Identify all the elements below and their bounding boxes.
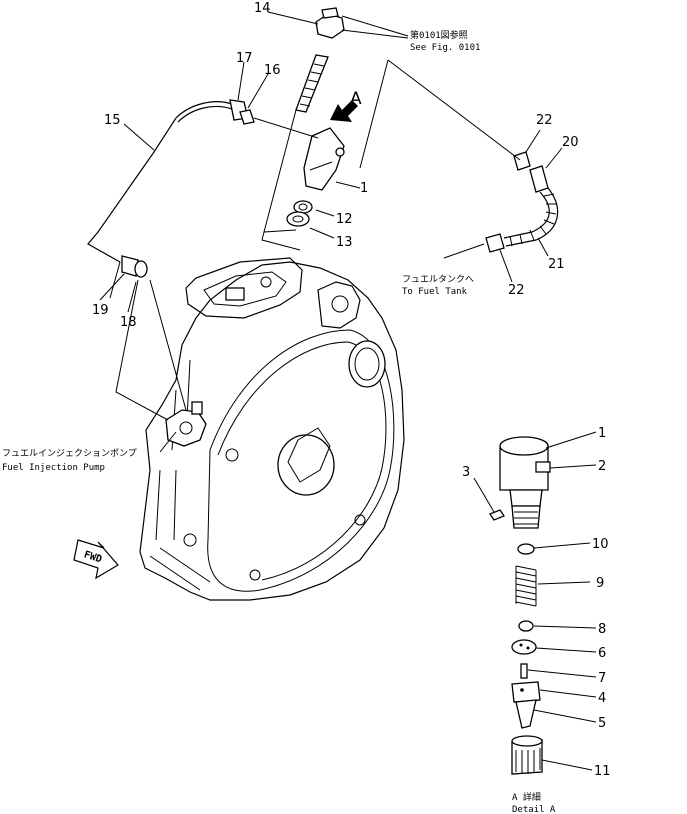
fuel-hose-21	[485, 151, 559, 253]
callout-20: 20	[562, 135, 579, 150]
callout-a: A	[350, 89, 362, 109]
callout-1-top: 1	[360, 181, 368, 196]
callout-13: 13	[336, 235, 353, 250]
captions: 第0101図参照 See Fig. 0101 フュエルタンクへ To Fuel …	[2, 29, 556, 814]
detail-callout-10: 10	[592, 537, 609, 552]
callout-numbers: 14 17 16 A 15 1 12 13 19 18 22 20 21 22 …	[92, 1, 611, 779]
callout-22-bottom: 22	[508, 283, 525, 298]
see-fig-jp: 第0101図参照	[410, 29, 468, 41]
detail-callout-6: 6	[598, 646, 606, 661]
detail-a-view	[489, 436, 551, 775]
callout-12: 12	[336, 212, 353, 227]
callout-17: 17	[236, 51, 253, 66]
callout-22-top: 22	[536, 113, 553, 128]
pump-label-jp: フュエルインジェクションポンプ	[2, 448, 137, 459]
callout-14: 14	[254, 1, 271, 16]
see-fig-en: See Fig. 0101	[410, 43, 480, 53]
callout-18: 18	[120, 315, 137, 330]
connector-lines	[109, 15, 521, 421]
pump-label-en: Fuel Injection Pump	[2, 463, 105, 473]
detail-callout-4: 4	[598, 691, 606, 706]
washer-12	[293, 200, 313, 214]
callout-16: 16	[264, 63, 281, 78]
leader-lines	[99, 11, 563, 453]
fwd-arrow: FWD	[73, 539, 119, 580]
detail-callout-9: 9	[596, 576, 604, 591]
detail-callout-3: 3	[462, 465, 470, 480]
callout-21: 21	[548, 257, 565, 272]
detail-label-jp: A 詳細	[512, 791, 541, 803]
return-pipe-15	[87, 99, 319, 278]
engine-block	[139, 257, 405, 601]
detail-callout-11: 11	[594, 764, 611, 779]
to-tank-en: To Fuel Tank	[402, 287, 468, 297]
detail-callout-2: 2	[598, 459, 606, 474]
overflow-valve-1	[303, 127, 345, 191]
gasket-13	[286, 211, 310, 227]
fwd-label: FWD	[82, 549, 103, 565]
detail-callout-7: 7	[598, 671, 606, 686]
callout-15: 15	[104, 113, 121, 128]
detail-label-en: Detail A	[512, 805, 556, 814]
detail-leader-lines	[473, 431, 597, 771]
arrow-a-marker	[330, 100, 358, 122]
to-tank-jp: フュエルタンクへ	[402, 274, 474, 285]
detail-callout-5: 5	[598, 716, 606, 731]
callout-19: 19	[92, 303, 109, 318]
stud-bolt	[295, 54, 329, 113]
nut-14	[315, 7, 345, 39]
detail-callout-1: 1	[598, 426, 606, 441]
detail-callout-8: 8	[598, 622, 606, 637]
